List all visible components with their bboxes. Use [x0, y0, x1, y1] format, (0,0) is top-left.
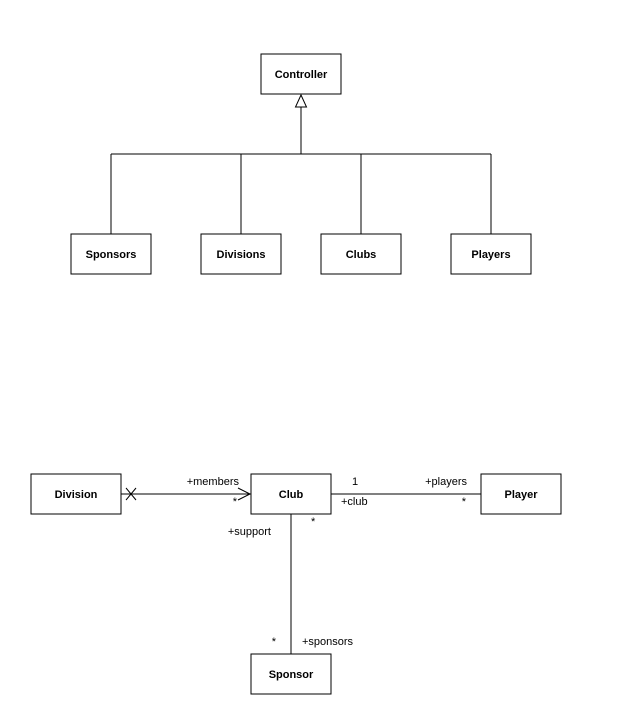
division-class[interactable]: Division — [30, 473, 122, 515]
sponsors-role-label: +sponsors — [302, 636, 354, 648]
sponsor-class-label: Sponsor — [269, 669, 314, 681]
controller-class-label: Controller — [275, 69, 328, 81]
club-multiplicity: 1 — [352, 476, 358, 488]
controller-hierarchy: Controller Sponsors Divisions Clubs Play… — [70, 53, 532, 275]
player-class[interactable]: Player — [480, 473, 562, 515]
divisions-class[interactable]: Divisions — [200, 233, 282, 275]
players-class[interactable]: Players — [450, 233, 532, 275]
non-navigable-x-mark-b — [125, 487, 137, 501]
players-class-label: Players — [471, 249, 510, 261]
club-player-association[interactable]: 1 +club +players * — [331, 476, 481, 508]
players-role-label: +players — [425, 476, 467, 488]
club-sponsor-association[interactable]: +support * * +sponsors — [228, 514, 354, 654]
club-class-label: Club — [279, 489, 304, 501]
controller-class[interactable]: Controller — [260, 53, 342, 95]
sponsor-class[interactable]: Sponsor — [250, 653, 332, 695]
members-multiplicity: * — [233, 496, 238, 508]
support-role-label: +support — [228, 526, 271, 538]
players-multiplicity: * — [462, 496, 467, 508]
association-diagram: +members * 1 +club +players * +support *… — [30, 473, 562, 695]
divisions-class-label: Divisions — [217, 249, 266, 261]
support-multiplicity: * — [311, 516, 316, 528]
sponsors-class-label: Sponsors — [86, 249, 137, 261]
clubs-class[interactable]: Clubs — [320, 233, 402, 275]
sponsor-multiplicity: * — [272, 636, 277, 648]
navigable-arrowhead — [237, 487, 252, 501]
members-role-label: +members — [187, 476, 240, 488]
division-class-label: Division — [55, 489, 98, 501]
division-club-association[interactable]: +members * — [121, 476, 252, 508]
sponsors-class[interactable]: Sponsors — [70, 233, 152, 275]
club-role-label: +club — [341, 496, 368, 508]
clubs-class-label: Clubs — [346, 249, 377, 261]
player-class-label: Player — [504, 489, 538, 501]
club-class[interactable]: Club — [250, 473, 332, 515]
inheritance-arrowhead — [294, 93, 308, 108]
